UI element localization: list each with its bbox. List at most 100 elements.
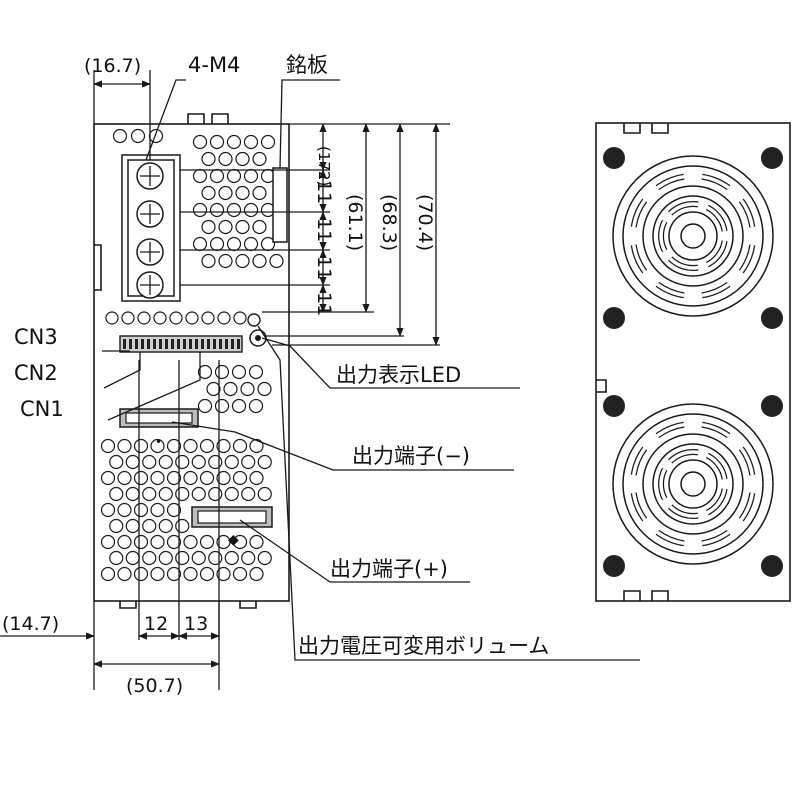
vent-hole (191, 486, 206, 502)
terminal-screws (136, 162, 164, 299)
connector-pin (165, 339, 168, 349)
front-view-outline (93, 123, 290, 602)
vent-hole (208, 550, 223, 566)
output-led-center (255, 335, 261, 341)
vent-hole (199, 566, 215, 582)
vent-hole (201, 185, 216, 201)
vent-hole (166, 438, 182, 454)
vent-hole (206, 381, 221, 397)
vent-hole (109, 454, 124, 470)
vent-hole (199, 438, 215, 454)
vent-hole (209, 202, 225, 218)
vent-hole (232, 470, 248, 486)
dim-spacing-13: 13 (184, 613, 208, 635)
vent-hole (125, 550, 140, 566)
vent-hole (235, 185, 250, 201)
vent-hole (117, 566, 132, 582)
vent-hole (158, 518, 173, 534)
vent-hole (153, 311, 167, 325)
vent-hole (166, 534, 182, 550)
mounting-dot (761, 395, 783, 417)
connector-pin (237, 339, 240, 349)
vent-hole (216, 470, 231, 486)
label-output-terminal-plus: 出力端子(+) (330, 557, 448, 581)
vent-hole (232, 566, 248, 582)
vent-hole (150, 470, 165, 486)
vent-hole (137, 311, 151, 325)
vent-hole (241, 486, 256, 502)
vent-hole (192, 168, 208, 184)
connector-pin (207, 339, 210, 349)
vent-hole (150, 534, 165, 550)
vent-hole (166, 566, 182, 582)
dimension-lines (0, 70, 640, 690)
vent-hole (117, 438, 132, 454)
vent-hole (117, 534, 132, 550)
vent-hole (183, 470, 198, 486)
vent-hole (192, 134, 208, 150)
vent-hole (125, 518, 140, 534)
vent-hole (241, 550, 256, 566)
vent-hole (109, 486, 124, 502)
mounting-dot (603, 147, 625, 169)
vent-hole (232, 438, 248, 454)
vent-hole (197, 364, 213, 380)
vent-hole (158, 454, 173, 470)
vent-hole (191, 550, 206, 566)
dim-left-offset: (14.7) (2, 613, 59, 635)
vent-hole (199, 534, 215, 550)
vent-hole (100, 534, 116, 550)
dim-pitch-4: 11 (313, 292, 335, 316)
vent-hole (100, 566, 116, 582)
vent-hole (260, 134, 276, 150)
mounting-dot (761, 307, 783, 329)
vent-hole (252, 151, 267, 167)
vent-hole (133, 534, 149, 550)
vent-hole (218, 253, 233, 269)
connector-pin (183, 339, 186, 349)
vent-hole (175, 454, 190, 470)
vent-hole (201, 151, 216, 167)
vent-hole (183, 534, 198, 550)
vent-hole (240, 381, 255, 397)
vent-hole (191, 454, 206, 470)
label-cn2: CN2 (14, 361, 58, 385)
side-view-outline (595, 122, 791, 602)
svg-text:•: • (155, 435, 162, 449)
connector-pin (159, 339, 162, 349)
front-view (93, 113, 290, 609)
mounting-dot (603, 555, 625, 577)
vent-hole (252, 185, 267, 201)
label-cn1: CN1 (20, 397, 64, 421)
vent-hole (209, 134, 225, 150)
vent-hole (224, 486, 239, 502)
vent-hole (121, 311, 135, 325)
connector-pin (135, 339, 138, 349)
vent-hole (214, 364, 230, 380)
vent-hole (142, 454, 157, 470)
side-top-clip (623, 123, 669, 134)
vent-hole (133, 470, 149, 486)
vent-hole (201, 311, 215, 325)
vent-hole (257, 550, 272, 566)
vent-hole (218, 185, 233, 201)
connector-pin (171, 339, 174, 349)
bottom-foot (119, 601, 257, 609)
vent-hole (105, 311, 119, 325)
dim-overall-width: (50.7) (126, 675, 183, 697)
vent-hole (218, 151, 233, 167)
vent-hole (175, 550, 190, 566)
connector-pin (189, 339, 192, 349)
dim-68-3: (68.3) (378, 194, 400, 251)
nameplate-plate (272, 167, 288, 243)
label-mounting-screws: 4-M4 (188, 53, 240, 77)
vent-hole (252, 219, 267, 235)
vent-hole (150, 502, 165, 518)
vent-hole (100, 470, 116, 486)
connector-pin (231, 339, 234, 349)
dim-61-1: (61.1) (344, 194, 366, 251)
vent-hole (243, 236, 259, 252)
label-cn3: CN3 (14, 325, 58, 349)
